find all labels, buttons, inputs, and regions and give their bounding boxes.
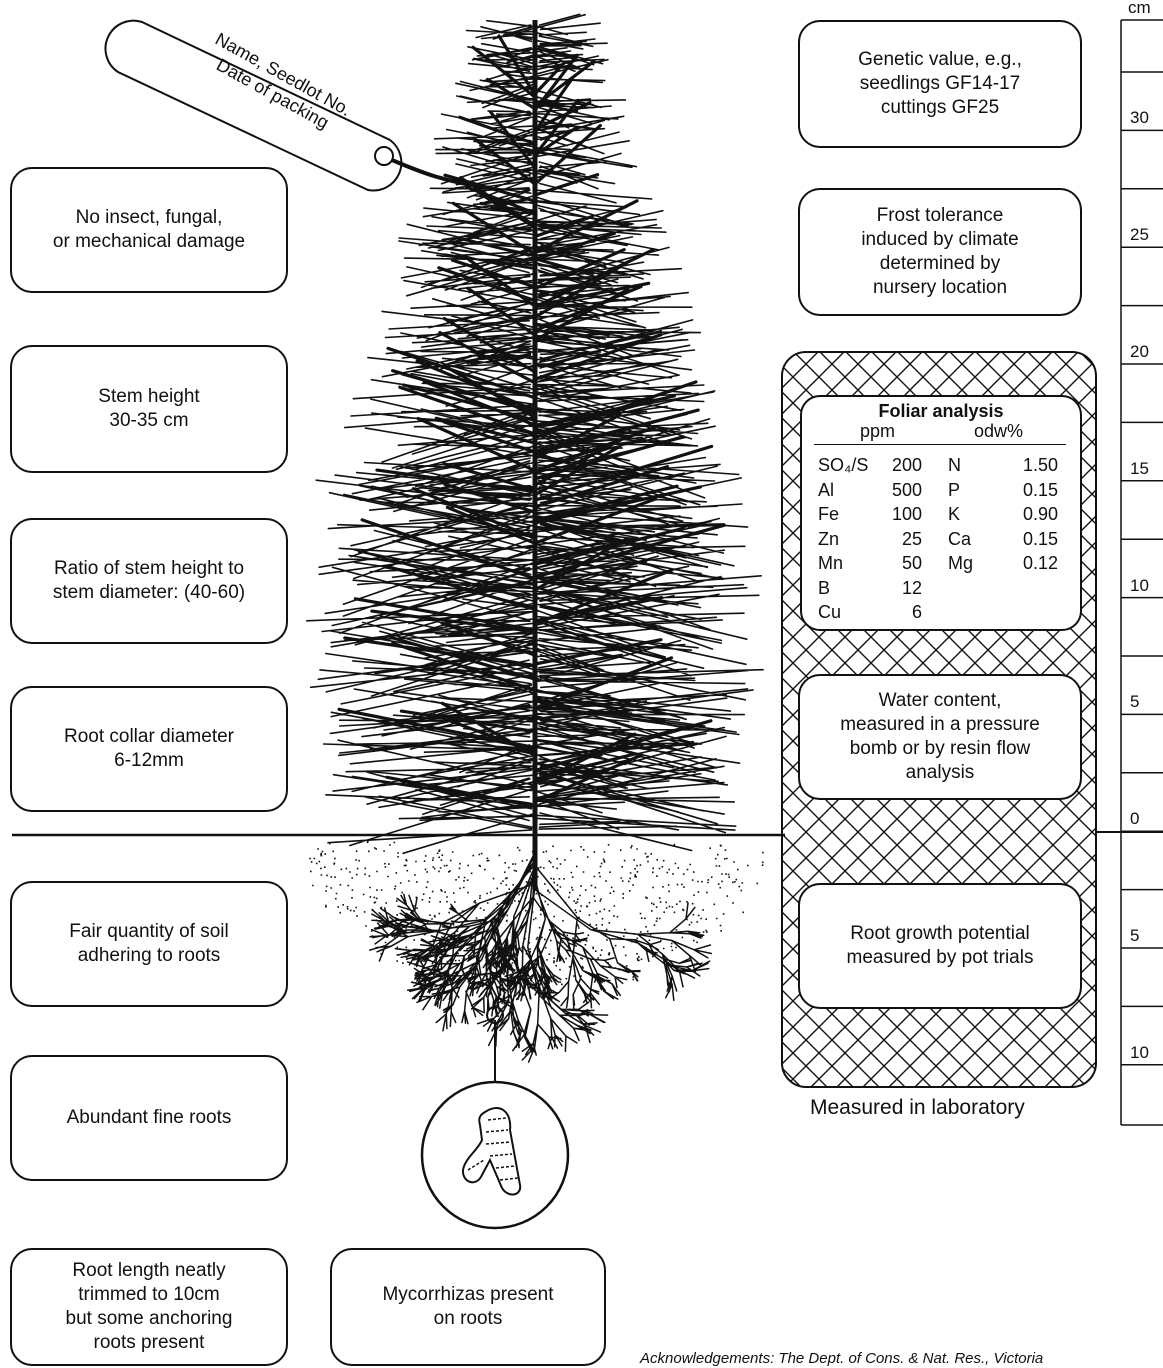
box-fine-roots: Abundant fine roots: [10, 1055, 288, 1181]
acknowledgement: Acknowledgements: The Dept. of Cons. & N…: [640, 1350, 1043, 1367]
scale-tick-label: 5: [1130, 692, 1139, 712]
scale-tick-label: 30: [1130, 108, 1149, 128]
root-system: [370, 851, 712, 1062]
foliar-ppm-value: 50: [872, 553, 922, 574]
foliar-odw-value: 0.90: [1002, 504, 1058, 525]
foliar-odw-element: P: [948, 480, 960, 501]
mycorrhiza-callout: [422, 1007, 568, 1228]
foliar-odw-value: 1.50: [1002, 455, 1058, 476]
foliar-odw-value: 0.15: [1002, 529, 1058, 550]
box-frost-tolerance: Frost tolerance induced by climate deter…: [798, 188, 1082, 316]
measured-in-laboratory-label: Measured in laboratory: [810, 1096, 1025, 1120]
box-mycorrhizas: Mycorrhizas present on roots: [330, 1248, 606, 1366]
foliar-ppm-value: 12: [872, 578, 922, 599]
foliar-odw-value: 0.15: [1002, 480, 1058, 501]
scale-tick-label: 20: [1130, 342, 1149, 362]
foliar-odw-element: N: [948, 455, 961, 476]
foliar-odw-element: K: [948, 504, 960, 525]
foliar-ppm-value: 500: [872, 480, 922, 501]
box-soil-adhering: Fair quantity of soil adhering to roots: [10, 881, 288, 1007]
scale-tick-label: 15: [1130, 459, 1149, 479]
scale-tick-label: 10: [1130, 1043, 1149, 1063]
scale-tick-label: 0: [1130, 809, 1139, 829]
scale-tick-label: 25: [1130, 225, 1149, 245]
foliar-ppm-value: 100: [872, 504, 922, 525]
foliar-ppm-element: B: [818, 578, 830, 599]
foliar-odw-value: 0.12: [1002, 553, 1058, 574]
foliar-ppm-header: ppm: [860, 421, 895, 442]
foliar-ppm-element: Zn: [818, 529, 839, 550]
height-scale-bar: [1121, 20, 1163, 1125]
foliar-ppm-value: 200: [872, 455, 922, 476]
foliar-ppm-element: Fe: [818, 504, 839, 525]
foliar-ppm-element: SO₄/S: [818, 455, 868, 476]
foliar-header-rule: [814, 444, 1066, 445]
box-root-growth-potential: Root growth potential measured by pot tr…: [798, 883, 1082, 1009]
box-water-content: Water content, measured in a pressure bo…: [798, 674, 1082, 800]
foliar-ppm-element: Cu: [818, 602, 841, 623]
foliar-ppm-value: 6: [872, 602, 922, 623]
box-stem-height: Stem height 30-35 cm: [10, 345, 288, 473]
box-root-length: Root length neatly trimmed to 10cm but s…: [10, 1248, 288, 1366]
box-root-collar-diameter: Root collar diameter 6-12mm: [10, 686, 288, 812]
box-genetic-value: Genetic value, e.g., seedlings GF14-17 c…: [798, 20, 1082, 148]
scale-tick-label: 5: [1130, 926, 1139, 946]
foliar-title: Foliar analysis: [802, 401, 1080, 422]
box-height-diameter-ratio: Ratio of stem height to stem diameter: (…: [10, 518, 288, 644]
foliar-ppm-element: Al: [818, 480, 834, 501]
box-no-damage: No insect, fungal, or mechanical damage: [10, 167, 288, 293]
scale-unit-label: cm: [1128, 0, 1151, 18]
foliar-odw-element: Ca: [948, 529, 971, 550]
root-strands: [370, 851, 712, 1062]
foliar-odw-element: Mg: [948, 553, 973, 574]
scale-tick-label: 10: [1130, 576, 1149, 596]
foliar-ppm-element: Mn: [818, 553, 843, 574]
foliar-ppm-value: 25: [872, 529, 922, 550]
foliar-odw-header: odw%: [974, 421, 1023, 442]
